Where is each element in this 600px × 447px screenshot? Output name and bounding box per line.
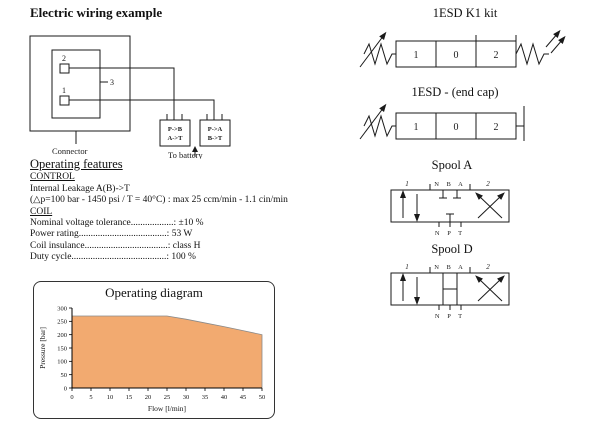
y-tick-label: 100: [57, 359, 67, 366]
x-axis-label: Flow [l/min]: [148, 404, 186, 413]
right-spring: [515, 42, 549, 66]
y-tick-label: 0: [64, 385, 67, 392]
pin-1-label: 1: [62, 86, 66, 95]
k1-kit-title: 1ESD K1 kit: [432, 6, 498, 20]
operating-diagram-box: Operating diagram 0 50 100 150 200 250 300 0 5 10…: [33, 281, 275, 419]
wiring-title: Electric wiring example: [30, 5, 163, 20]
cell-1: 1: [414, 50, 419, 61]
wire-2: [69, 99, 215, 120]
cell-1: 1: [414, 122, 419, 133]
pin-2-label: 2: [62, 54, 66, 63]
bottom-ports-label: N P T: [435, 313, 465, 320]
cell-0: 0: [454, 122, 459, 133]
x-tick-label: 0: [70, 394, 73, 401]
leakage-line-1: Internal Leakage A(B)->T: [30, 183, 130, 194]
top-ports-label: N B A: [434, 181, 466, 188]
x-tick-label: 5: [89, 394, 92, 401]
valve-symbol-k1-kit: 1 0 2: [359, 29, 566, 68]
left-spring: [363, 114, 396, 138]
operating-features: Operating features CONTROL Internal Leak…: [30, 157, 375, 264]
plug-1: [159, 119, 191, 147]
feature-row: Nominal voltage tolerance...............…: [30, 218, 204, 229]
endcap-title: 1ESD - (end cap): [411, 85, 499, 99]
top-ports-label: N B A: [434, 264, 466, 271]
solenoid-arrow: [359, 106, 385, 140]
position-1-label: 1: [405, 263, 409, 271]
plug-1-line-2: A->T: [168, 135, 184, 142]
pin-3-label: 3: [110, 78, 114, 87]
y-tick-label: 300: [57, 305, 67, 312]
features-title: Operating features: [30, 157, 123, 171]
position-2-label: 2: [486, 180, 490, 188]
pressure-flow-area: [71, 315, 263, 389]
cell-2: 2: [494, 50, 499, 61]
spool-d-title: Spool D: [431, 242, 473, 256]
bottom-ports-label: N P T: [435, 230, 465, 237]
operating-diagram-chart: 0 50 100 150 200 250 300 0 5 10 15 20 25 30 35 40 45 50Fl…: [38, 305, 266, 413]
x-tick-label: 10: [107, 394, 114, 401]
x-tick-label: 25: [164, 394, 171, 401]
solenoid-arrow: [359, 34, 385, 68]
left-spring: [363, 42, 396, 66]
control-heading: CONTROL: [30, 172, 75, 183]
position-1-label: 1: [405, 180, 409, 188]
plug-2: [199, 119, 231, 147]
connector-outer-box: [29, 35, 131, 132]
wire-1: [69, 67, 175, 120]
plug-1-line-1: P->B: [168, 126, 183, 133]
y-tick-label: 50: [61, 372, 68, 379]
cell-2: 2: [494, 122, 499, 133]
to-battery-label: To battery: [168, 150, 203, 159]
cell-0: 0: [454, 50, 459, 61]
plug-2-line-1: P->A: [208, 126, 223, 133]
connector-label: Connector: [52, 146, 88, 156]
x-tick-label: 35: [202, 394, 209, 401]
y-tick-label: 250: [57, 319, 67, 326]
x-tick-label: 30: [183, 394, 190, 401]
x-tick-label: 45: [240, 394, 247, 401]
to-battery-arrow: [192, 146, 198, 152]
leakage-line-2: (△p=100 bar - 1450 psi / T = 40°C) : max…: [30, 195, 288, 206]
valve-symbol-endcap: 1 0 2: [359, 103, 525, 141]
x-tick-label: 50: [259, 394, 266, 401]
connector-inner-box: [51, 49, 101, 119]
chart-title: Operating diagram: [105, 285, 203, 300]
spool-a-symbol: 1 2 N B A N P T: [390, 180, 510, 237]
pin-2-contact: [59, 63, 70, 74]
x-tick-label: 15: [126, 394, 133, 401]
x-tick-label: 40: [221, 394, 228, 401]
spool-d-symbol: 1 2 N B A N P T: [390, 263, 510, 320]
coil-heading: COIL: [30, 206, 53, 217]
position-2-label: 2: [486, 263, 490, 271]
feature-row: Power rating............................…: [30, 229, 193, 240]
y-tick-label: 150: [57, 345, 67, 352]
x-tick-label: 20: [145, 394, 152, 401]
spool-a-title: Spool A: [431, 158, 473, 172]
pin-1-contact: [59, 95, 70, 106]
y-tick-label: 200: [57, 332, 67, 339]
plug-2-line-2: B->T: [208, 135, 223, 142]
feature-row: Coil insulance..........................…: [30, 240, 201, 251]
feature-row: Duty cycle..............................…: [30, 252, 196, 263]
wiring-diagram: 2 1 3 P->B A->T P->A B->T Connector To b…: [29, 35, 231, 159]
y-axis-label: Pressure [bar]: [38, 327, 47, 369]
